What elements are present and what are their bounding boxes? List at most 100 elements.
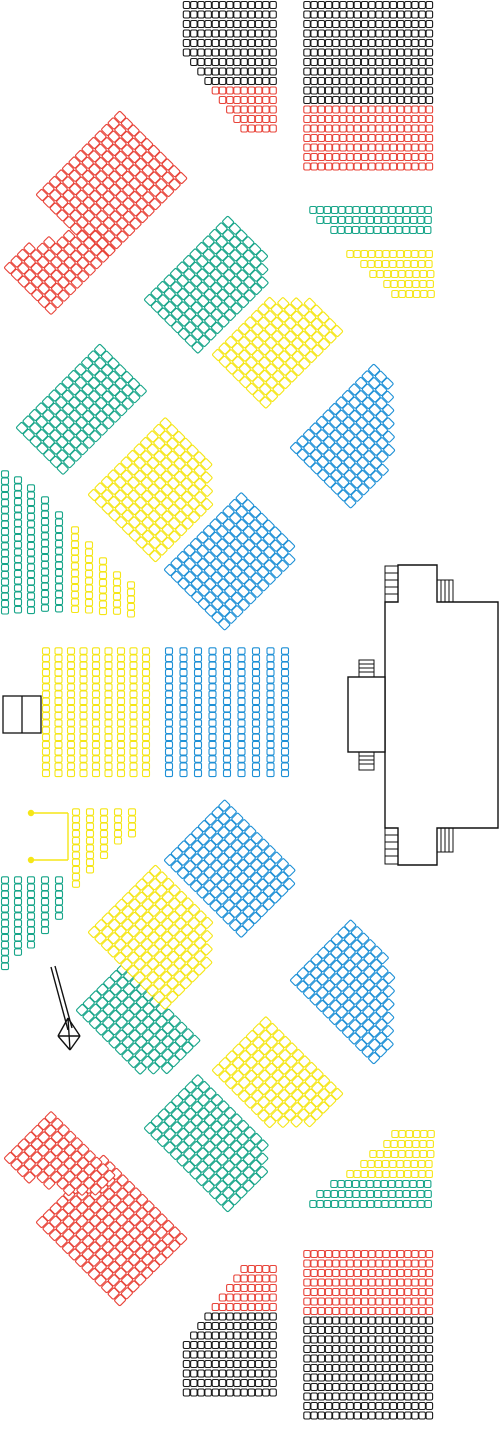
seat[interactable] [57, 1124, 70, 1137]
seat[interactable] [218, 19, 227, 29]
seat[interactable] [0, 549, 10, 558]
seat[interactable] [277, 310, 290, 323]
seat[interactable] [84, 569, 94, 578]
seat[interactable] [402, 1179, 410, 1189]
seat[interactable] [127, 925, 140, 938]
seat[interactable] [121, 144, 134, 157]
seat[interactable] [310, 1268, 318, 1278]
seat[interactable] [116, 989, 129, 1002]
seat[interactable] [204, 1340, 212, 1350]
seat[interactable] [352, 1199, 360, 1209]
seat[interactable] [26, 599, 36, 608]
seat[interactable] [409, 225, 417, 235]
seat[interactable] [339, 1382, 347, 1392]
seat[interactable] [330, 933, 343, 946]
seat[interactable] [176, 1141, 189, 1154]
seat[interactable] [382, 48, 390, 57]
seat[interactable] [121, 131, 134, 143]
seat[interactable] [375, 397, 388, 410]
seat[interactable] [360, 1169, 369, 1179]
seat[interactable] [95, 397, 108, 410]
seat[interactable] [223, 886, 236, 898]
seat[interactable] [247, 1369, 256, 1378]
seat[interactable] [235, 1186, 248, 1199]
seat[interactable] [237, 762, 246, 771]
seat[interactable] [360, 1259, 369, 1268]
seat[interactable] [404, 1268, 412, 1278]
seat[interactable] [44, 1124, 57, 1137]
seat[interactable] [269, 124, 277, 133]
seat[interactable] [30, 262, 43, 275]
seat[interactable] [135, 1207, 148, 1220]
seat[interactable] [324, 1392, 333, 1401]
seat[interactable] [121, 157, 134, 170]
seat[interactable] [226, 86, 234, 95]
seat[interactable] [324, 1268, 333, 1278]
seat[interactable] [180, 477, 193, 490]
seat[interactable] [353, 1316, 362, 1325]
seat[interactable] [360, 1159, 368, 1169]
seat[interactable] [230, 1140, 242, 1153]
seat[interactable] [102, 190, 115, 203]
seat[interactable] [332, 10, 340, 19]
seat[interactable] [200, 471, 213, 484]
seat[interactable] [168, 884, 181, 897]
seat[interactable] [55, 169, 68, 182]
seat[interactable] [324, 1344, 333, 1354]
seat[interactable] [254, 1302, 263, 1312]
seat[interactable] [141, 675, 151, 684]
seat[interactable] [280, 755, 290, 763]
seat[interactable] [242, 918, 255, 931]
seat[interactable] [154, 477, 167, 490]
seat[interactable] [250, 585, 263, 598]
seat[interactable] [85, 865, 95, 874]
seat[interactable] [104, 668, 113, 677]
seat[interactable] [103, 1188, 115, 1200]
seat[interactable] [310, 86, 318, 95]
seat[interactable] [57, 263, 70, 276]
seat[interactable] [311, 317, 323, 330]
seat[interactable] [236, 885, 249, 898]
seat[interactable] [262, 114, 270, 124]
seat[interactable] [389, 1325, 398, 1335]
seat[interactable] [146, 971, 159, 984]
seat[interactable] [0, 506, 10, 514]
seat[interactable] [204, 0, 212, 10]
seat[interactable] [41, 755, 51, 763]
seat[interactable] [208, 740, 217, 749]
seat[interactable] [141, 690, 151, 699]
seat[interactable] [142, 1227, 155, 1239]
seat[interactable] [127, 829, 137, 838]
seat[interactable] [332, 105, 340, 114]
seat[interactable] [359, 1189, 367, 1199]
seat[interactable] [128, 898, 141, 911]
seat[interactable] [237, 598, 250, 611]
seat[interactable] [368, 1373, 376, 1382]
seat[interactable] [342, 999, 355, 1012]
seat[interactable] [116, 976, 129, 989]
seat[interactable] [226, 38, 234, 48]
seat[interactable] [104, 690, 113, 699]
seat[interactable] [330, 456, 343, 469]
seat[interactable] [360, 1335, 369, 1344]
seat[interactable] [95, 157, 108, 169]
seat[interactable] [398, 269, 406, 279]
seat[interactable] [404, 29, 412, 38]
seat[interactable] [389, 133, 398, 143]
seat[interactable] [324, 1081, 337, 1094]
seat[interactable] [396, 38, 405, 48]
seat[interactable] [13, 876, 23, 884]
seat[interactable] [404, 57, 412, 67]
seat[interactable] [257, 303, 270, 316]
seat[interactable] [104, 704, 113, 713]
seat[interactable] [164, 661, 174, 670]
seat[interactable] [332, 124, 340, 133]
seat[interactable] [36, 242, 49, 255]
seat[interactable] [297, 1095, 310, 1108]
seat[interactable] [204, 1369, 212, 1378]
seat[interactable] [101, 925, 114, 938]
seat[interactable] [382, 1278, 390, 1287]
seat[interactable] [222, 1186, 235, 1199]
seat[interactable] [95, 170, 108, 183]
seat[interactable] [346, 143, 354, 152]
